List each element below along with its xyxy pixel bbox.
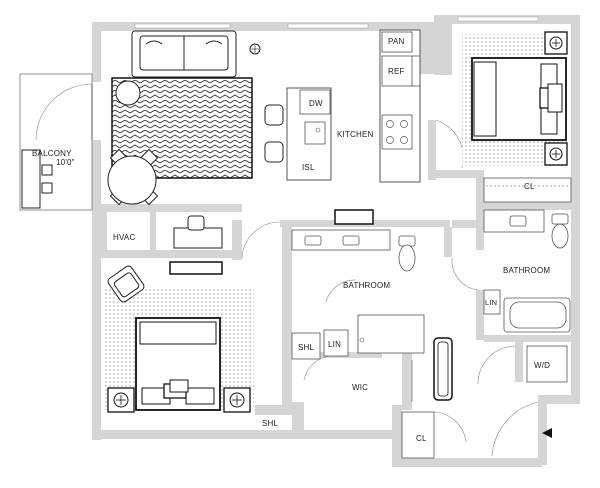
triangle-left-icon [542, 428, 552, 438]
cl-lower-label: CL [416, 434, 427, 443]
hvac-area: HVAC [113, 209, 374, 259]
ref-label: REF [388, 67, 405, 76]
hvac-label: HVAC [113, 233, 135, 242]
bathroom-center-label: BATHROOM [343, 281, 390, 290]
wd-label: W/D [534, 361, 550, 370]
wic-label: WIC [352, 383, 368, 392]
right-bathroom: BATHROOM LIN [451, 209, 571, 333]
right-bedroom: CL [462, 31, 572, 203]
lin-center-label: LIN [328, 340, 341, 349]
kitchen: DW ISL KITCHEN PAN REF [264, 29, 464, 183]
walls [92, 15, 580, 467]
bathroom-right-label: BATHROOM [503, 266, 550, 275]
dining-table-icon [107, 148, 159, 206]
bed-icon [135, 317, 221, 411]
cl-upper-label: CL [524, 182, 535, 191]
balcony-label: BALCONY [32, 149, 72, 158]
laundry-entry: W/D CL [401, 345, 568, 459]
pan-label: PAN [388, 37, 404, 46]
isl-label: ISL [302, 163, 315, 172]
wic: WIC [303, 337, 453, 402]
kitchen-label: KITCHEN [337, 130, 374, 139]
lin-right-label: LIN [485, 298, 497, 307]
central-bathroom: BATHROOM SHL LIN [291, 229, 425, 360]
bed-icon [471, 57, 567, 141]
balcony-dim-label: 10'0" [56, 158, 75, 167]
shl-upper-label: SHL [298, 343, 315, 352]
dw-label: DW [309, 99, 323, 108]
left-bedroom: SHL [104, 261, 292, 430]
sofa-icon [131, 30, 237, 78]
living-room [107, 30, 261, 206]
shl-lower-label: SHL [262, 419, 279, 428]
balcony: BALCONY 10'0" [19, 73, 93, 211]
